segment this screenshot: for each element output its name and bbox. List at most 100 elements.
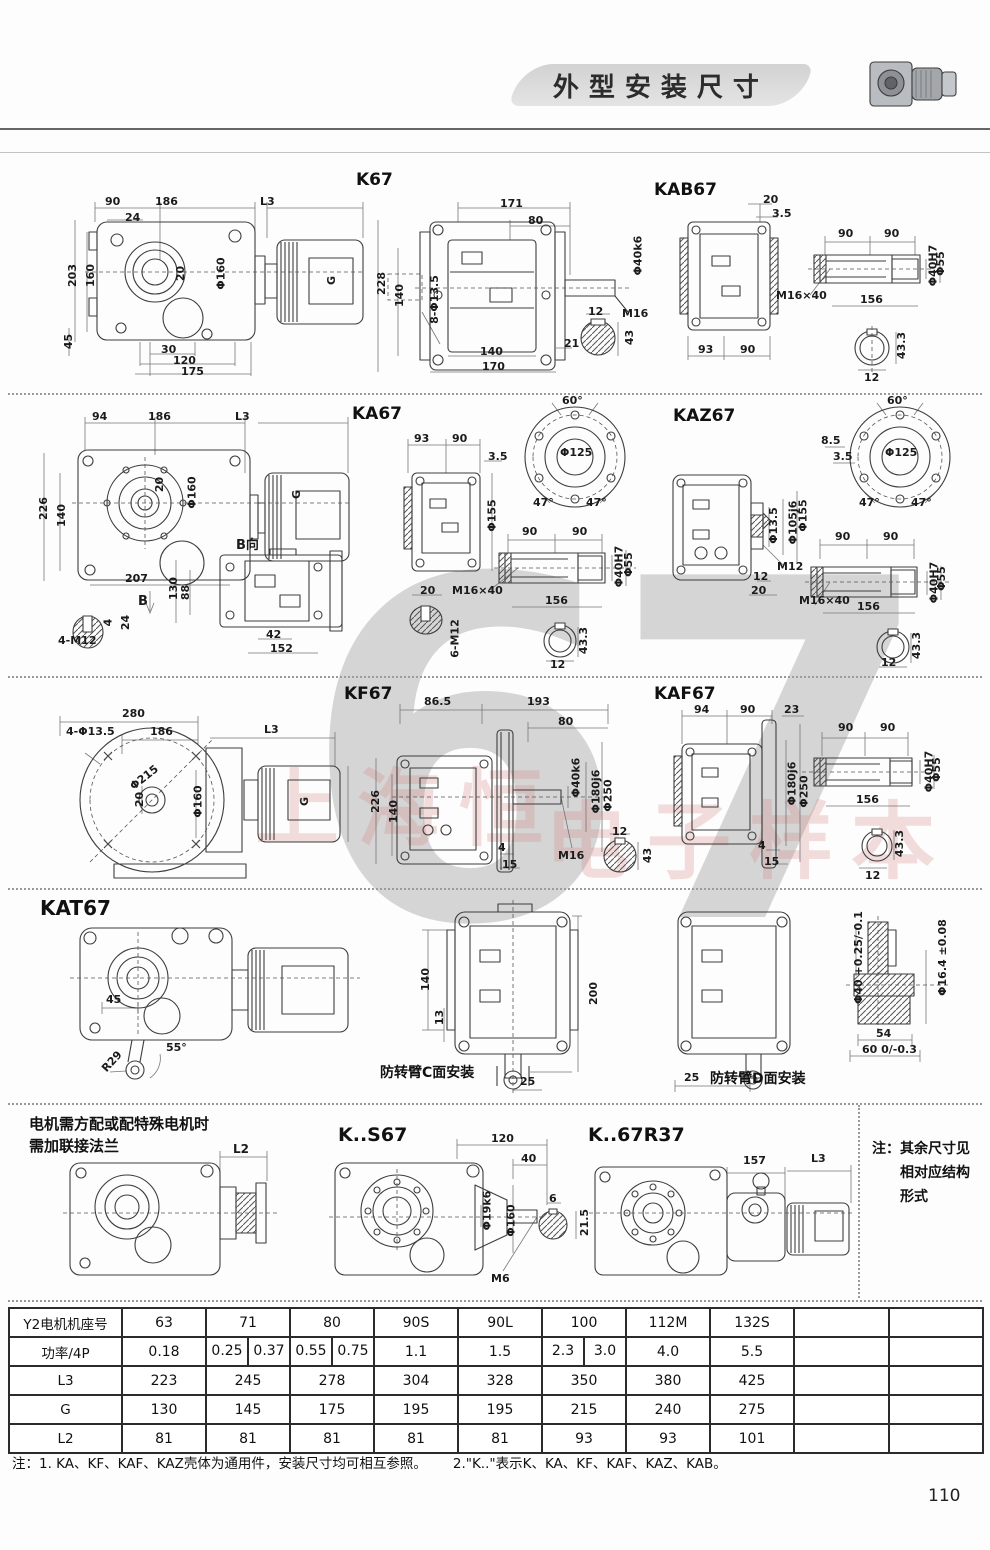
dim-20: 20: [153, 476, 167, 493]
row-header-power: 功率/4P: [8, 1336, 123, 1367]
dim-d13_5: Φ13.5: [766, 507, 780, 544]
dim-186: 186: [150, 725, 173, 738]
cell-g: 275: [709, 1394, 795, 1425]
cell-l2: 93: [625, 1423, 711, 1454]
dim-d125: Φ125: [560, 446, 593, 459]
dim-d160: Φ160: [214, 257, 228, 290]
dim-93: 93: [698, 343, 714, 356]
model-title-k67: K67: [356, 170, 393, 190]
cell-empty: [888, 1394, 984, 1425]
dim-6: 6: [549, 1192, 557, 1205]
dim-140: 140: [418, 968, 432, 991]
cell-l3: 380: [625, 1365, 711, 1396]
cell-empty: [793, 1336, 890, 1367]
side-note: 注： 其余尺寸见相对应结构形式: [872, 1138, 980, 1209]
dim-d16_4-tol: Φ16.4 ±0.08: [935, 919, 949, 996]
dim-3_5: 3.5: [488, 450, 508, 463]
model-title-ka67: KA67: [352, 404, 402, 424]
cell-power: 0.75: [337, 1343, 369, 1359]
dim-d40-tol: Φ40 +0.25/-0.1: [851, 911, 865, 1004]
cell-g: 240: [625, 1394, 711, 1425]
cell-size: 112M: [625, 1307, 711, 1338]
drawing-kab67: 20 3.5 93 90 90 90 M16×40 156 Φ40H7 Φ55 …: [660, 160, 985, 390]
cell-l3: 245: [205, 1365, 291, 1396]
dim-186: 186: [155, 195, 178, 208]
cell-power: 3.0: [593, 1343, 617, 1359]
dim-25: 25: [520, 1075, 536, 1088]
cell-g: 195: [373, 1394, 459, 1425]
cell-empty: [793, 1365, 890, 1396]
dim-156: 156: [857, 600, 880, 613]
row-header-g: G: [8, 1394, 123, 1425]
section-separator: [8, 1103, 982, 1105]
dim-226: 226: [36, 497, 50, 520]
dim-6-M12: 6-M12: [448, 619, 462, 658]
dim-d40k6: Φ40k6: [569, 757, 583, 798]
motor-frame-table: Y2电机机座号 63 71 80 90S 90L 100 112M 132S 功…: [8, 1307, 984, 1454]
dim-80: 80: [528, 214, 544, 227]
dim-4: 4: [498, 841, 506, 854]
model-title-kab67: KAB67: [654, 180, 717, 200]
drawing-ka67-flange: 93 90 3.5 Φ155 60° Φ125 47° 47° 90 90 M1…: [390, 395, 665, 675]
dim-94: 94: [92, 410, 108, 423]
drawing-flange-option: 电机需方配或配特殊电机时 需加联接法兰 L2: [15, 1105, 295, 1300]
content-top-rule: [0, 152, 990, 153]
cell-power: 1.5: [457, 1336, 543, 1367]
dim-20: 20: [133, 791, 147, 808]
dim-L2: L2: [233, 1142, 249, 1156]
dim-90b: 90: [838, 227, 854, 240]
dim-12: 12: [612, 825, 628, 838]
dim-90: 90: [105, 195, 121, 208]
table-row: L3 223 245 278 304 328 350 380 425: [8, 1365, 984, 1396]
model-title-k67r37: K..67R37: [588, 1124, 685, 1146]
cell-l3: 223: [121, 1365, 207, 1396]
dim-L3: L3: [264, 723, 279, 736]
dim-140: 140: [386, 800, 400, 823]
cell-l2: 81: [457, 1423, 543, 1454]
dim-20: 20: [763, 193, 779, 206]
dim-80: 80: [558, 715, 574, 728]
header-rule: [0, 128, 990, 130]
section-separator: [8, 888, 982, 890]
flange-note-line2: 需加联接法兰: [29, 1137, 120, 1155]
cell-size: 80: [289, 1307, 375, 1338]
dim-207: 207: [125, 572, 148, 585]
dim-186: 186: [148, 410, 171, 423]
dim-88: 88: [179, 584, 193, 601]
dim-193: 193: [527, 695, 550, 708]
dim-45: 45: [62, 333, 76, 350]
page-title-banner: 外型安装尺寸: [508, 64, 814, 106]
cell-empty: [888, 1365, 984, 1396]
dim-4: 4: [101, 618, 115, 627]
view-label-B: B向: [236, 538, 259, 553]
dim-d125: Φ125: [885, 446, 918, 459]
cell-l2: 81: [289, 1423, 375, 1454]
dim-12: 12: [588, 305, 604, 318]
dim-47b: 47°: [586, 496, 607, 509]
cell-size: 71: [205, 1307, 291, 1338]
page-title: 外型安装尺寸: [552, 72, 769, 103]
cell-power: 5.5: [709, 1336, 795, 1367]
section-separator: [8, 1300, 982, 1302]
model-title-kaf67: KAF67: [654, 684, 716, 704]
drawing-kaz67: 8.5 3.5 Φ13.5 Φ105j6 Φ155 M12 12 20 60° …: [665, 395, 985, 675]
footer-note: 注：1. KA、KF、KAF、KAZ壳体为通用件，安装尺寸均可相互参照。2."K…: [12, 1452, 753, 1472]
dim-140b: 140: [480, 345, 503, 358]
dim-d55: Φ55: [929, 757, 943, 782]
dim-90a: 90: [835, 530, 851, 543]
cell-l2: 81: [205, 1423, 291, 1454]
dim-120: 120: [173, 354, 196, 367]
cell-power: 1.1: [373, 1336, 459, 1367]
cell-l2: 81: [121, 1423, 207, 1454]
side-note-prefix: 注：: [872, 1141, 900, 1157]
dim-4-M12: 4-M12: [58, 634, 97, 647]
drawing-k67r37: 157 L3: [575, 1105, 860, 1300]
dim-G: G: [325, 275, 339, 286]
dim-156: 156: [545, 594, 568, 607]
dim-160: 160: [83, 264, 97, 287]
dim-42: 42: [266, 628, 282, 641]
dim-3_5: 3.5: [772, 207, 792, 220]
dim-55deg: 55°: [166, 1041, 187, 1054]
dim-140: 140: [392, 284, 406, 307]
